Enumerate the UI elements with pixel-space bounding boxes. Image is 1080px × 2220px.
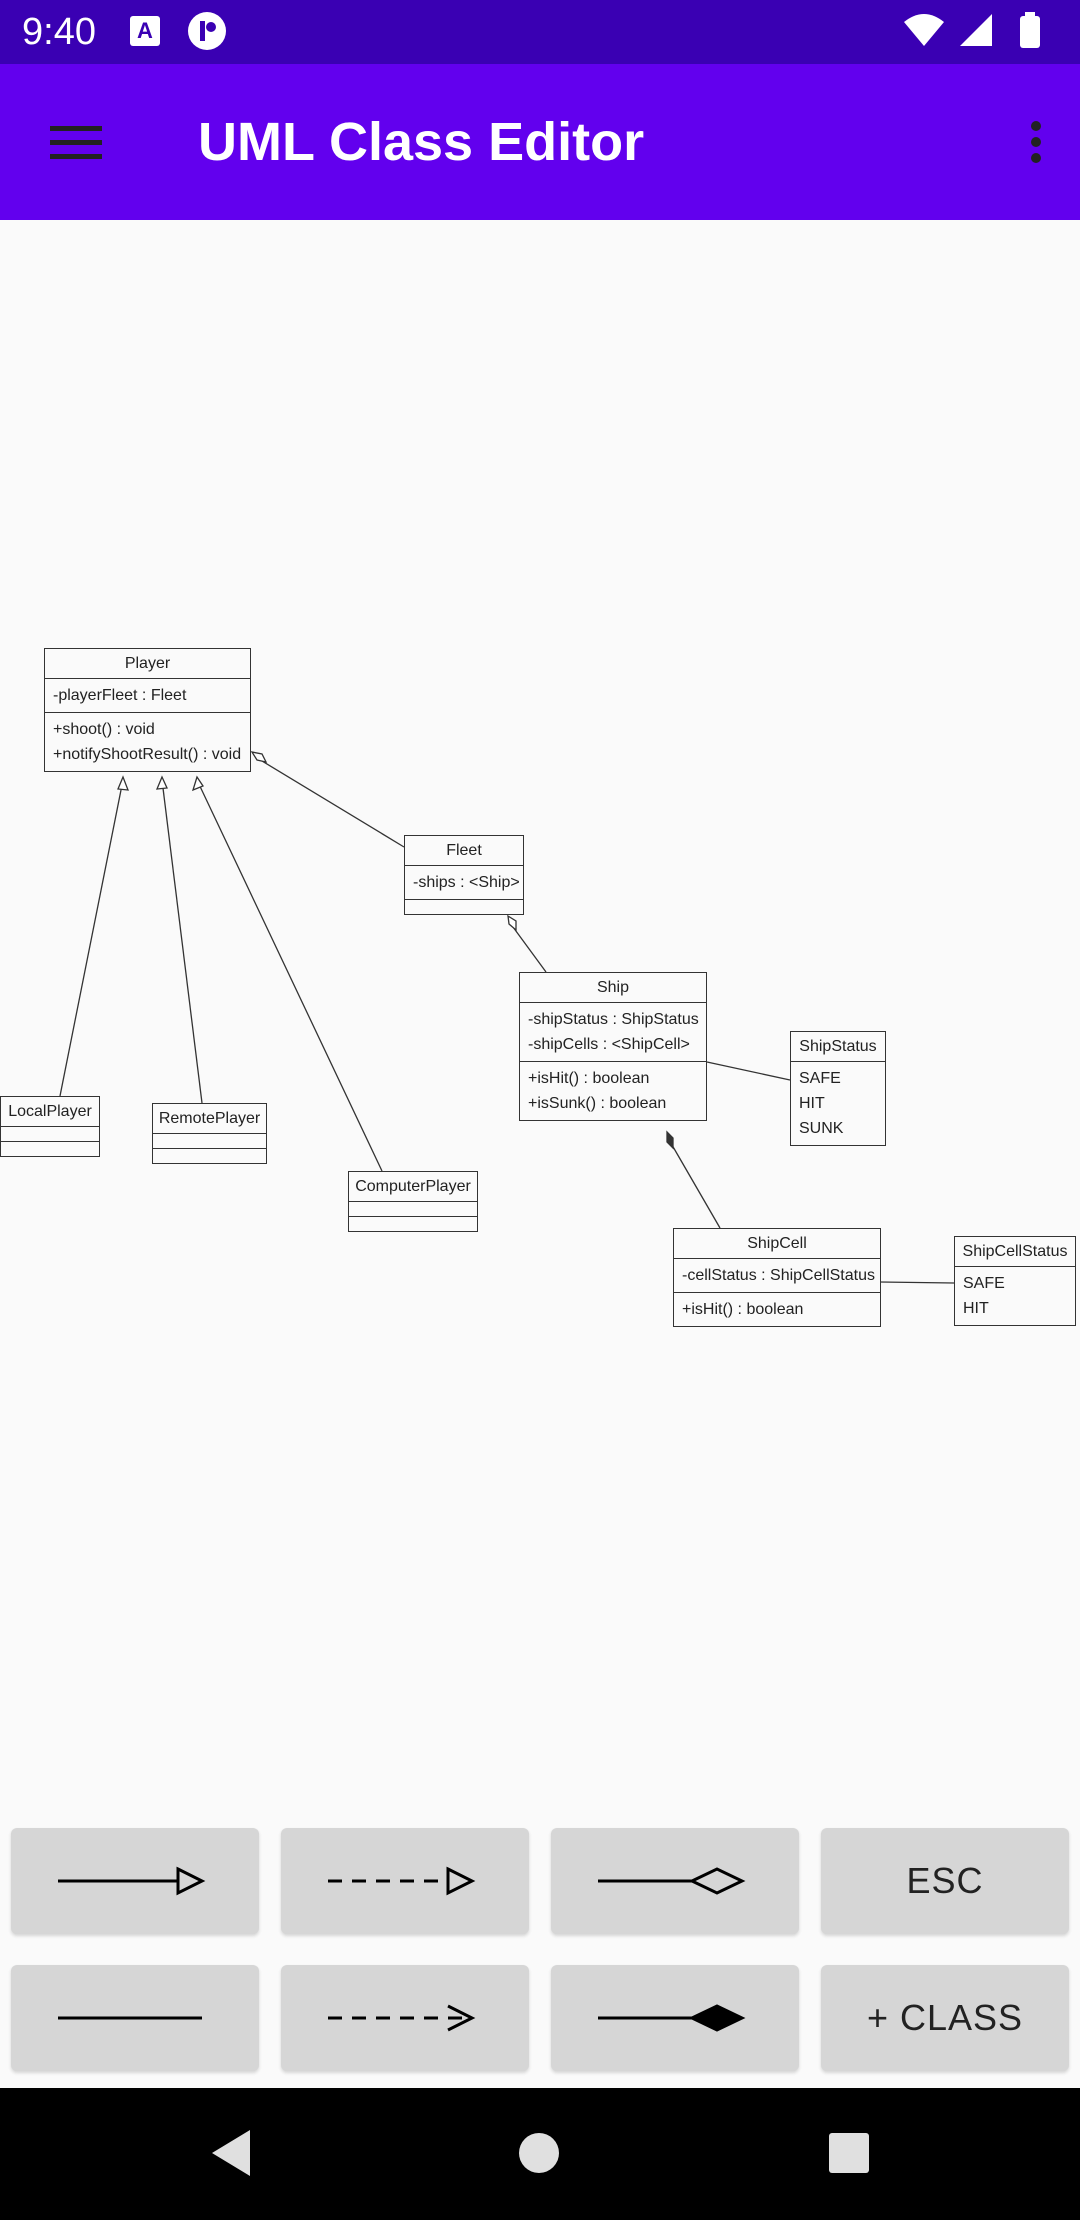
class-name: ComputerPlayer <box>349 1172 477 1202</box>
methods-section: +shoot() : void +notifyShootResult() : v… <box>45 713 250 771</box>
class-name: LocalPlayer <box>1 1097 99 1127</box>
aggregation-player-fleet <box>250 751 405 848</box>
methods-section <box>153 1149 266 1163</box>
add-class-button[interactable]: + CLASS <box>821 1965 1069 2071</box>
overflow-menu-button[interactable] <box>998 106 1058 178</box>
aggregation-fleet-ship <box>507 914 547 973</box>
class-name: Ship <box>520 973 706 1003</box>
esc-button[interactable]: ESC <box>821 1828 1069 1934</box>
class-remoteplayer[interactable]: RemotePlayer <box>152 1103 267 1164</box>
attributes-section: -playerFleet : Fleet <box>45 679 250 713</box>
generalization-localplayer-player <box>59 775 129 1097</box>
aggregation-tool-button[interactable] <box>551 1828 799 1934</box>
nav-back-button[interactable] <box>200 2118 270 2188</box>
attributes-section <box>349 1202 477 1217</box>
enum-values-section: SAFE HIT <box>955 1267 1075 1325</box>
attributes-section: -shipStatus : ShipStatus -shipCells : <S… <box>520 1003 706 1062</box>
inheritance-tool-button[interactable] <box>11 1828 259 1934</box>
methods-section <box>405 900 523 914</box>
enum-value-row: SUNK <box>799 1120 844 1137</box>
wifi-icon <box>904 14 944 46</box>
enum-value-row: HIT <box>963 1300 989 1317</box>
class-name: RemotePlayer <box>153 1104 266 1134</box>
class-localplayer[interactable]: LocalPlayer <box>0 1096 100 1157</box>
relation-toolbar: ESC + CLASS <box>0 1820 1080 2088</box>
class-name: ShipStatus <box>791 1032 885 1062</box>
signal-icon <box>960 14 992 46</box>
attribute-row: -playerFleet : Fleet <box>53 687 187 704</box>
more-vert-icon <box>1031 121 1041 163</box>
methods-section <box>349 1217 477 1231</box>
attribute-row: -shipCells : <ShipCell> <box>528 1036 690 1053</box>
enum-value-row: SAFE <box>799 1070 841 1087</box>
attribute-row: -cellStatus : ShipCellStatus <box>682 1267 875 1284</box>
attribute-row: -ships : <Ship> <box>413 874 520 891</box>
methods-section: +isHit() : boolean +isSunk() : boolean <box>520 1062 706 1120</box>
association-ship-shipstatus <box>706 1061 791 1081</box>
composition-ship-shipcell <box>666 1130 721 1229</box>
method-row: +isSunk() : boolean <box>528 1095 667 1112</box>
navigation-bar <box>0 2088 1080 2220</box>
app-title: UML Class Editor <box>198 112 645 172</box>
class-name: Fleet <box>405 836 523 866</box>
realization-arrow-icon <box>328 1866 476 1896</box>
battery-icon <box>1020 12 1040 48</box>
connections-layer <box>59 751 955 1284</box>
composition-diamond-icon <box>598 2004 746 2032</box>
dependency-arrow-icon <box>328 2004 476 2032</box>
methods-section: +isHit() : boolean <box>674 1293 880 1326</box>
inheritance-arrow-icon <box>58 1866 206 1896</box>
class-name: ShipCellStatus <box>955 1237 1075 1267</box>
aggregation-diamond-icon <box>598 1867 746 1895</box>
attributes-section <box>153 1134 266 1149</box>
nav-recents-button[interactable] <box>814 2118 884 2188</box>
app-bar: UML Class Editor <box>0 64 1080 220</box>
enum-value-row: SAFE <box>963 1275 1005 1292</box>
method-row: +shoot() : void <box>53 721 155 738</box>
menu-button[interactable] <box>40 106 114 178</box>
status-time: 9:40 <box>22 11 96 53</box>
notification-a-icon: A <box>130 16 160 46</box>
method-row: +isHit() : boolean <box>682 1301 804 1318</box>
attributes-section: -cellStatus : ShipCellStatus <box>674 1259 880 1293</box>
class-shipcellstatus[interactable]: ShipCellStatus SAFE HIT <box>954 1236 1076 1326</box>
association-tool-button[interactable] <box>11 1965 259 2071</box>
method-row: +notifyShootResult() : void <box>53 746 242 763</box>
class-player[interactable]: Player -playerFleet : Fleet +shoot() : v… <box>44 648 251 772</box>
recents-square-icon <box>829 2133 869 2173</box>
association-line-icon <box>58 2016 202 2020</box>
class-shipcell[interactable]: ShipCell -cellStatus : ShipCellStatus +i… <box>673 1228 881 1327</box>
composition-tool-button[interactable] <box>551 1965 799 2071</box>
hamburger-menu-icon <box>50 126 102 159</box>
method-row: +isHit() : boolean <box>528 1070 650 1087</box>
generalization-remoteplayer-player <box>155 775 203 1104</box>
dependency-tool-button[interactable] <box>281 1965 529 2071</box>
class-name: ShipCell <box>674 1229 880 1259</box>
attributes-section <box>1 1127 99 1142</box>
status-bar: 9:40 A <box>0 0 1080 64</box>
attributes-section: -ships : <Ship> <box>405 866 523 900</box>
enum-values-section: SAFE HIT SUNK <box>791 1062 885 1145</box>
class-computerplayer[interactable]: ComputerPlayer <box>348 1171 478 1232</box>
class-ship[interactable]: Ship -shipStatus : ShipStatus -shipCells… <box>519 972 707 1121</box>
realization-tool-button[interactable] <box>281 1828 529 1934</box>
class-name: Player <box>45 649 250 679</box>
home-circle-icon <box>519 2133 559 2173</box>
attribute-row: -shipStatus : ShipStatus <box>528 1011 699 1028</box>
app-notification-icon <box>188 12 226 50</box>
back-triangle-icon <box>212 2130 250 2176</box>
diagram-canvas[interactable]: Player -playerFleet : Fleet +shoot() : v… <box>0 220 1080 1820</box>
class-shipstatus[interactable]: ShipStatus SAFE HIT SUNK <box>790 1031 886 1146</box>
status-icons <box>902 10 1062 54</box>
methods-section <box>1 1142 99 1156</box>
class-fleet[interactable]: Fleet -ships : <Ship> <box>404 835 524 915</box>
nav-home-button[interactable] <box>504 2118 574 2188</box>
enum-value-row: HIT <box>799 1095 825 1112</box>
association-shipcell-shipcellstatus <box>879 1281 955 1284</box>
generalization-computerplayer-player <box>191 775 383 1172</box>
